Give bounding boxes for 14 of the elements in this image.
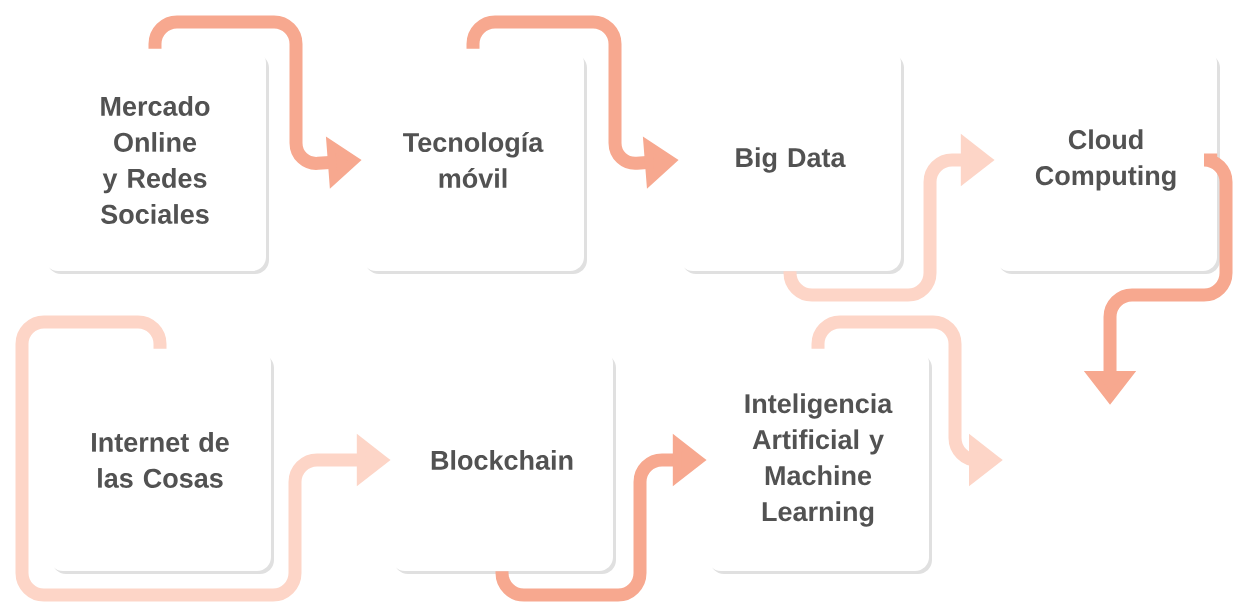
process-box: Internet de las Cosas (49, 349, 274, 574)
process-box: Inteligencia Artificial y Machine Learning (707, 349, 932, 574)
node-label: Tecnología móvil (403, 131, 544, 189)
node-label: Inteligencia Artificial y Machine Learning (745, 393, 893, 527)
process-box: Cloud Computing (995, 49, 1220, 274)
node-label: Internet de las Cosas (92, 432, 229, 488)
node-label: Blockchain (431, 450, 573, 470)
node-label: Big Data (736, 147, 846, 173)
node-label: Mercado Online y Redes Sociales (101, 96, 210, 224)
process-box: Blockchain (391, 349, 616, 574)
process-box: Mercado Online y Redes Sociales (44, 49, 269, 274)
node-label: Cloud Computing (1035, 129, 1176, 191)
process-box: Big Data (679, 49, 904, 274)
process-box: Tecnología móvil (362, 49, 587, 274)
